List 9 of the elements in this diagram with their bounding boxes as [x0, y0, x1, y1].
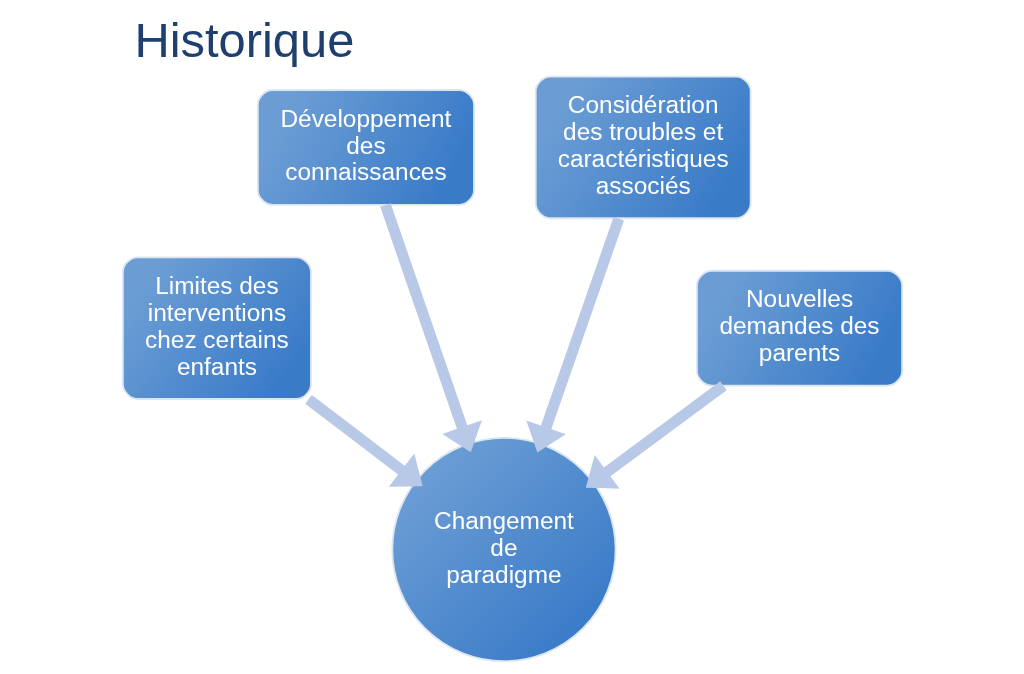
- arrow: [304, 394, 423, 487]
- diagram-title: Historique: [133, 13, 354, 68]
- arrow: [379, 203, 482, 453]
- node-box: Développement des connaissances: [256, 89, 475, 206]
- node-box: Considération des troubles et caractéristiques associés: [534, 75, 752, 220]
- node-box: Nouvelles demandes des parents: [695, 269, 903, 387]
- node-box: Limites des interventions chez certains enfants: [121, 256, 312, 400]
- arrow: [525, 216, 624, 453]
- arrow: [585, 381, 727, 489]
